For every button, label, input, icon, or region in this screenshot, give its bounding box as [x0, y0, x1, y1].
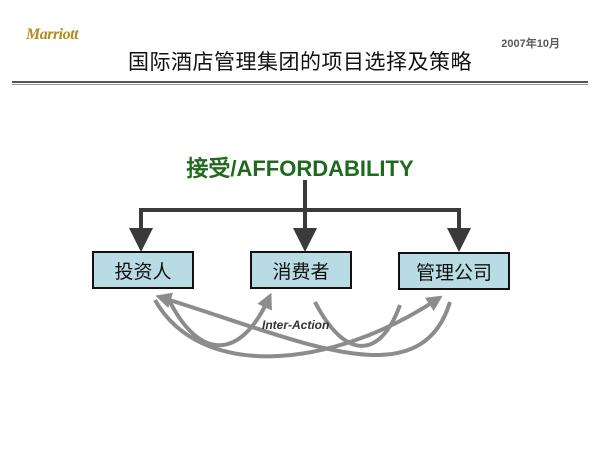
consumer-label: 消费者: [272, 260, 330, 283]
investor-label: 投资人: [114, 260, 172, 283]
distribution-connectors: [129, 180, 471, 252]
curve-manager-to-investor: [155, 292, 452, 358]
slide-title: 国际酒店管理集团的项目选择及策略: [128, 50, 472, 74]
marriott-logo: Marriott: [26, 26, 79, 43]
title-divider: [12, 81, 588, 83]
management-company-label: 管理公司: [415, 261, 492, 284]
slide-date: 2007年10月: [501, 38, 560, 50]
investor-box: 投资人: [92, 251, 194, 289]
management-company-box: 管理公司: [398, 252, 510, 290]
title-divider-thin: [12, 84, 588, 85]
affordability-heading: 接受/AFFORDABILITY: [186, 156, 414, 181]
interaction-curves: [153, 292, 452, 359]
curve-investor-consumer: [168, 292, 272, 348]
consumer-box: 消费者: [250, 251, 352, 289]
curve-consumer-manager: [313, 301, 402, 348]
inter-action-label: Inter-Action: [262, 318, 330, 332]
